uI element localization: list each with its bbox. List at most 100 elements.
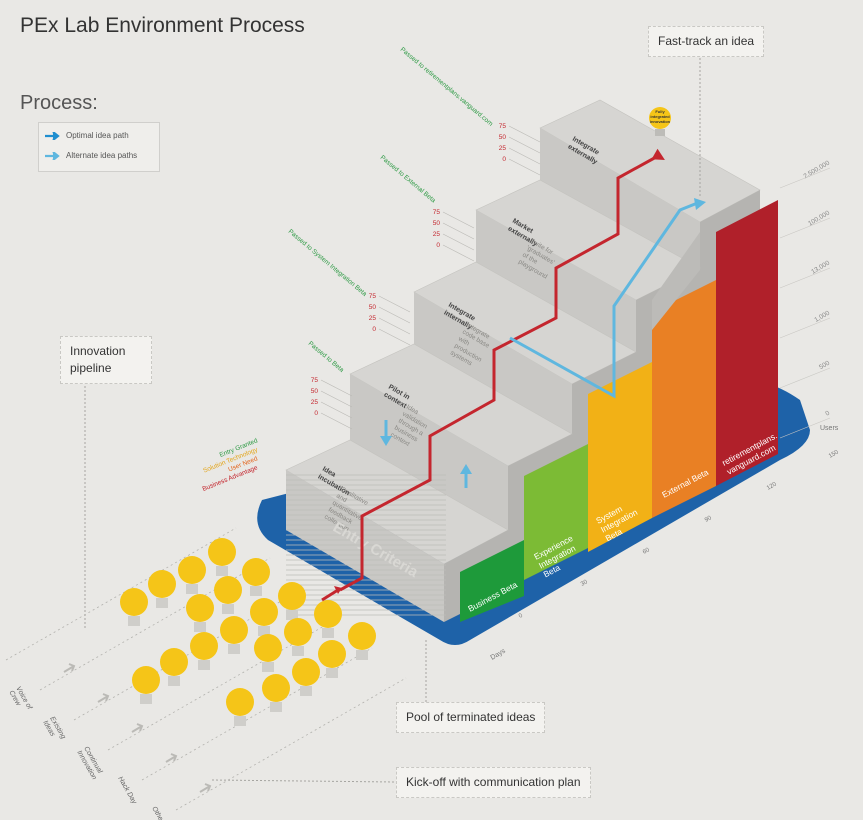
pass-label: Passed to retirementplans.vanguard.com <box>399 46 494 128</box>
scale-tick-label: 25 <box>499 145 507 152</box>
users-axis-label: Users <box>820 425 839 432</box>
lightbulb-icon <box>278 582 306 610</box>
pass-label: Passed to External Beta <box>379 154 437 204</box>
stage-column <box>524 444 588 580</box>
callout-pool-terminated: Pool of terminated ideas <box>396 702 546 733</box>
scale-tick-label: 25 <box>311 399 319 406</box>
lane-label: Voice ofCrew <box>7 686 33 716</box>
legend-item-optimal: Optimal idea path <box>45 131 129 140</box>
days-tick-label: 150 <box>828 449 840 460</box>
scale-tick-label: 75 <box>433 209 441 216</box>
lightbulb-icon <box>178 556 206 584</box>
bulb-base <box>262 662 274 672</box>
optimal-path-start <box>321 588 339 602</box>
bulb-base <box>270 702 282 712</box>
bulb-base <box>300 686 312 696</box>
lightbulb-icon <box>190 632 218 660</box>
users-tick-label: 100,000 <box>807 209 831 227</box>
lane-arrow-icon <box>199 783 212 793</box>
users-tick-label: 500 <box>818 359 831 371</box>
lightbulb-icon <box>242 558 270 586</box>
bulb-base <box>286 610 298 620</box>
lightbulb-icon <box>214 576 242 604</box>
lane-arrow-icon <box>63 663 76 673</box>
users-grid-line <box>779 367 831 389</box>
legend-label: Alternate idea paths <box>66 151 138 160</box>
users-tick-label: 1,000 <box>813 309 831 323</box>
arrow-right-icon <box>45 131 60 140</box>
scale-tick-line <box>442 211 475 229</box>
lightbulb-icon <box>220 616 248 644</box>
scale-tick-label: 0 <box>314 410 318 417</box>
lightbulb-icon <box>292 658 320 686</box>
scale-tick-label: 75 <box>369 293 377 300</box>
arrow-up-icon <box>460 464 472 474</box>
stage-column <box>716 200 778 486</box>
scale-tick-label: 0 <box>436 242 440 249</box>
users-grid-line <box>779 167 831 189</box>
lane-label: ContinualInnovation <box>75 746 104 782</box>
arrow-right-icon <box>694 198 706 210</box>
bulb-base <box>156 598 168 608</box>
users-grid-line <box>779 417 831 439</box>
scale-tick-label: 50 <box>311 388 319 395</box>
optimal-path <box>339 154 659 592</box>
users-grid-line <box>779 217 831 239</box>
scale-tick-line <box>320 401 353 419</box>
bulb-base <box>655 129 665 136</box>
lane-line <box>175 677 407 811</box>
legend-item-alternate: Alternate idea paths <box>45 151 137 160</box>
lane-label: Hack Day <box>116 776 137 806</box>
scale-tick-line <box>378 328 411 346</box>
users-tick-label: 0 <box>824 409 831 417</box>
scale-tick-line <box>378 295 411 313</box>
lightbulb-icon <box>284 618 312 646</box>
scale-tick-line <box>508 158 541 176</box>
bulb-base <box>258 626 270 636</box>
lightbulb-icon <box>208 538 236 566</box>
bulb-base <box>140 694 152 704</box>
arrow-right-icon <box>651 148 665 160</box>
scale-tick-label: 0 <box>502 156 506 163</box>
fast-track-ramp <box>652 232 700 330</box>
lane-label: ExistingIdeas <box>41 716 66 745</box>
days-tick-label: 90 <box>704 515 713 524</box>
bulb-base <box>234 716 246 726</box>
scale-tick-line <box>320 379 353 397</box>
bulb-base <box>222 604 234 614</box>
lightbulb-icon <box>348 622 376 650</box>
lightbulb-icon <box>120 588 148 616</box>
bulb-base <box>250 586 262 596</box>
bulb-base <box>194 622 206 632</box>
step-stripes <box>286 474 446 616</box>
innovation-bulb-icon <box>649 107 671 129</box>
scale-tick-label: 75 <box>499 123 507 130</box>
lightbulb-icon <box>314 600 342 628</box>
scale-tick-line <box>378 317 411 335</box>
scale-tick-label: 25 <box>369 315 377 322</box>
stage-column <box>588 362 652 552</box>
scale-tick-label: 50 <box>369 304 377 311</box>
users-grid-line <box>779 267 831 289</box>
pass-label: Passed to Beta <box>307 340 346 374</box>
callout-innovation-pipeline: Innovation pipeline <box>60 336 152 384</box>
days-tick-label: 30 <box>580 579 589 588</box>
scale-tick-line <box>508 125 541 143</box>
stage-column <box>652 280 716 518</box>
lane-arrow-icon <box>131 723 144 733</box>
stage-column <box>460 540 524 622</box>
leader-line <box>211 779 395 783</box>
bulb-base <box>322 628 334 638</box>
scale-tick-label: 75 <box>311 377 319 384</box>
pass-label: Passed to System Integration Beta <box>287 228 368 298</box>
scale-tick-line <box>508 147 541 165</box>
scale-tick-label: 0 <box>372 326 376 333</box>
lightbulb-icon <box>262 674 290 702</box>
lightbulb-icon <box>160 648 188 676</box>
lane-line <box>5 527 237 661</box>
scale-tick-line <box>442 233 475 251</box>
lightbulb-icon <box>250 598 278 626</box>
arrow-right-icon <box>334 586 342 594</box>
